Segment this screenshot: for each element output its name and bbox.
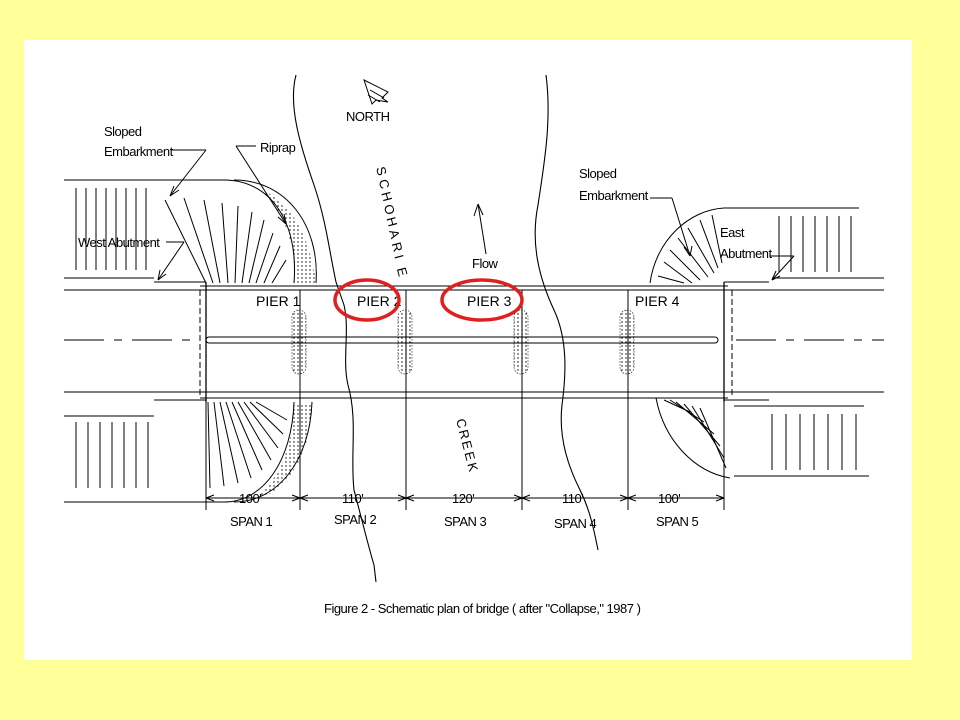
- creek-letter: E: [459, 439, 476, 452]
- pier-4-label: PIER 4: [635, 293, 680, 309]
- east-sloped-label-1: Sloped: [579, 166, 617, 181]
- west-top-riprap: [262, 190, 316, 283]
- creek-letter: C: [453, 417, 470, 430]
- creek-letter: E: [462, 450, 479, 463]
- east-sloped-label-2: Embarkment: [579, 188, 649, 203]
- creek-letter: O: [381, 203, 398, 217]
- creek-letter: C: [376, 177, 393, 190]
- span-4-name: SPAN 4: [554, 516, 597, 531]
- creek-letter: R: [389, 240, 406, 253]
- west-abutment-label: West Abutment: [78, 235, 160, 250]
- span-4-length: 110': [562, 491, 583, 506]
- pier-3-highlight: [440, 278, 524, 322]
- span-dimension-line: [205, 494, 725, 502]
- creek-letter: H: [378, 190, 395, 203]
- creek-letter: I: [391, 253, 406, 260]
- flow-arrow-icon: [473, 203, 487, 255]
- north-arrow-icon: [363, 79, 389, 105]
- west-riverbank: [292, 74, 377, 583]
- span-2-name: SPAN 2: [334, 512, 377, 527]
- west-sloped-label-1: Sloped: [104, 124, 142, 139]
- creek-letter: K: [464, 461, 481, 474]
- creek-letter: R: [456, 428, 473, 441]
- creek-letter: A: [386, 228, 403, 241]
- pier-3-label: PIER 3: [467, 293, 512, 309]
- span-5-length: 100': [658, 491, 680, 506]
- east-bottom-embankment: [655, 397, 869, 479]
- bridge-deck: [64, 281, 884, 402]
- pier-1-label: PIER 1: [256, 293, 301, 309]
- span-2-length: 110': [342, 491, 363, 506]
- north-label: NORTH: [346, 109, 390, 124]
- riprap-label: Riprap: [260, 140, 296, 155]
- span-3-name: SPAN 3: [444, 514, 487, 529]
- west-bottom-riprap: [252, 404, 312, 500]
- span-3-length: 120': [452, 491, 474, 506]
- east-abutment-label-2: Abutment: [720, 246, 773, 261]
- west-bottom-embankment: [64, 401, 313, 503]
- label-leaders: [157, 145, 795, 281]
- flow-label: Flow: [472, 256, 499, 271]
- span-5-name: SPAN 5: [656, 514, 699, 529]
- span-1-name: SPAN 1: [230, 514, 273, 529]
- figure-caption: Figure 2 - Schematic plan of bridge ( af…: [324, 601, 641, 616]
- creek-letter: S: [373, 165, 390, 178]
- span-1-length: 100': [239, 491, 261, 506]
- west-top-embankment: [64, 179, 317, 284]
- east-abutment-label-1: East: [720, 225, 745, 240]
- pier-2-label: PIER 2: [357, 293, 402, 309]
- creek-letter: H: [384, 215, 401, 228]
- west-sloped-label-2: Embarkment: [104, 144, 174, 159]
- east-top-embankment: [649, 207, 884, 284]
- pier-2-highlight: [333, 278, 401, 322]
- pier-footings: [291, 309, 635, 375]
- east-riverbank: [534, 74, 599, 551]
- creek-letter: E: [394, 266, 411, 279]
